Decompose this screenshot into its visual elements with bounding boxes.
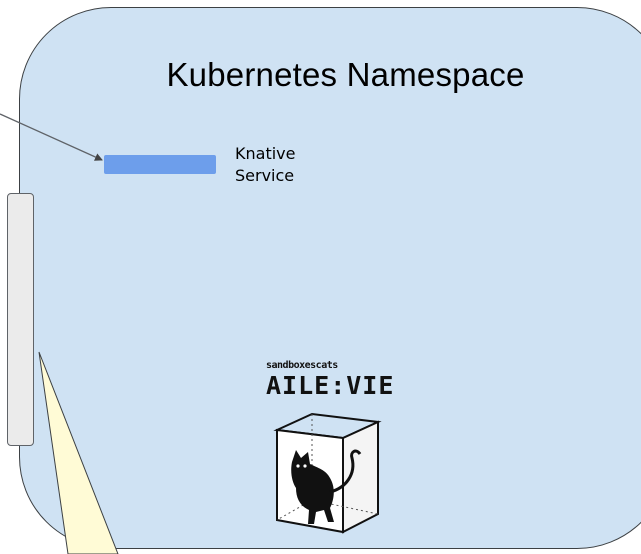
- namespace-title: Kubernetes Namespace: [166, 56, 525, 93]
- callout-shape: [38, 351, 119, 554]
- knative-service-label-line2: Service: [235, 166, 295, 185]
- knative-service-label: Knative Service: [235, 143, 355, 187]
- service-arrow: [0, 113, 103, 161]
- knative-service-bar: [104, 155, 216, 174]
- knative-service-label-line1: Knative: [235, 144, 296, 163]
- cat-in-box-icon: [273, 412, 382, 534]
- logo-top-text: sandboxescats: [266, 360, 338, 371]
- side-panel: [7, 193, 34, 446]
- logo-text: sandboxescats AILE:VIE: [266, 360, 406, 400]
- logo-main-text: AILE:VIE: [266, 371, 395, 400]
